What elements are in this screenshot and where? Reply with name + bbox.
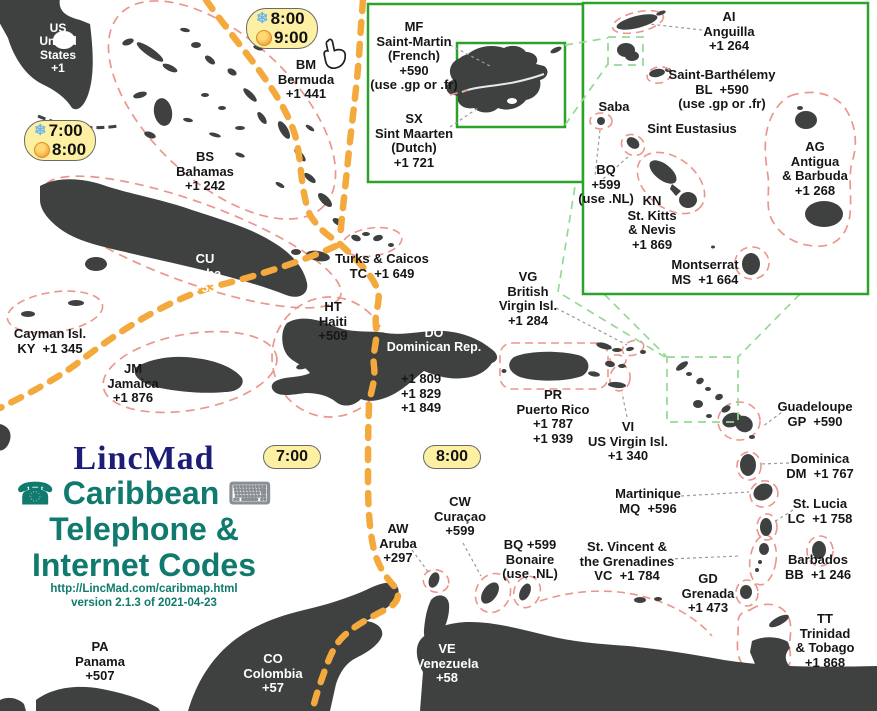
inset-pink-outlines [589,9,857,280]
label-ky: Cayman Isl. KY +1 345 [13,326,87,356]
island-hispaniola [271,318,498,406]
label-sx: SX Sint Maarten (Dutch) +1 721 [374,111,454,170]
islands-bahamas [122,27,344,262]
snowflake-icon: ❄ [256,10,269,28]
telephone-icon: ☎ [16,478,54,511]
label-ht: HT Haiti +509 [318,299,348,344]
version-text: version 2.1.3 of 2021-04-23 [71,596,217,609]
island-jamaica [134,356,243,393]
label-bs: BS Bahamas +1 242 [176,149,234,194]
title-line-3: Internet Codes [31,546,257,583]
label-lc: St. Lucia LC +1 758 [787,496,853,526]
mainland-panama [36,686,160,711]
label-bb: Barbados BB +1 246 [784,552,852,582]
snowflake-icon: ❄ [34,122,47,140]
islands-lesser-antilles-true [676,361,731,418]
title-line-1: ☎ Caribbean ⌨ [10,475,278,512]
true-location-frame [666,356,739,423]
mainland-venezuela [416,622,877,711]
time-value: 7:00 [276,448,309,465]
tz-central-7-badge: 7:00 [263,445,322,469]
label-bq-south: BQ +599 Bonaire (use .NL) [502,537,558,582]
time-value: 8:00 [270,9,305,28]
label-ag: AG Antigua & Barbuda +1 268 [782,139,848,198]
title-caribbean: Caribbean [62,475,220,511]
label-us: US United States +1 [39,21,77,76]
keyboard-icon: ⌨ [228,478,272,511]
title-line-2: Telephone & [49,510,239,547]
label-do: DO Dominican Rep. [386,326,482,354]
label-ve: VE Venezuela +58 [415,641,479,686]
label-bl: Saint-Barthélemy BL +590 (use .gp or .fr… [668,67,776,112]
label-connectors [411,23,794,581]
label-cu: CU Cuba +53 [188,251,222,296]
mainland-colombia [188,582,399,711]
label-bq-north: BQ +599 (use .NL) [578,162,634,207]
timezone-boundaries [0,0,402,711]
inset-boxes [366,1,870,296]
time-value: 7:00 [48,121,83,140]
time-value: 9:00 [274,27,309,47]
label-dm: Dominica DM +1 767 [786,451,854,481]
label-tc: Turks & Caicos TC +1 649 [335,251,429,281]
label-statia: Sint Eustasius [647,121,737,136]
sun-icon [256,30,272,47]
island-puerto-rico [509,351,589,381]
st-martin-locator-frame [607,36,644,66]
label-vi: VI US Virgin Isl. +1 340 [588,419,668,464]
label-gp: Guadeloupe GP +590 [777,399,853,429]
label-co: CO Colombia +57 [243,651,303,696]
label-jm: JM Jamaica +1 876 [107,361,159,406]
inset-connectors [557,65,801,423]
pointing-finger-icon [323,38,347,70]
time-value: 8:00 [52,139,87,159]
islands-leeward-inset [597,10,843,275]
site-url: http://LincMad.com/caribmap.html [50,583,238,596]
island-florida [0,0,93,110]
label-aw: AW Aruba +297 [379,521,417,566]
label-vg: VG British Virgin Isl. +1 284 [498,269,558,328]
sun-icon [34,142,50,159]
label-mf: MF Saint-Martin (French) +590 (use .gp o… [370,19,458,93]
label-gd: GD Grenada +1 473 [681,571,735,616]
time-value: 8:00 [436,448,469,465]
title-block: LincMad ☎ Caribbean ⌨ Telephone & Intern… [10,442,278,610]
label-cw: CW Curaçao +599 [433,494,487,539]
label-kn: KN St. Kitts & Nevis +1 869 [627,193,677,252]
label-ai: AI Anguilla +1 264 [703,9,755,54]
site-logo: LincMad [73,440,215,477]
label-mq: Martinique MQ +596 [615,486,681,516]
island-st-martin-inset [446,45,562,113]
island-cuba [40,179,308,297]
tz-east-8-badge: 8:00 [423,445,482,469]
label-tt: TT Trinidad & Tobago +1 868 [795,611,855,670]
label-do-codes: +1 809 +1 829 +1 849 [400,371,442,416]
label-ms: Montserrat MS +1 664 [671,257,739,287]
label-pa: PA Panama +507 [75,639,125,684]
label-pr: PR Puerto Rico +1 787 +1 939 [516,387,590,446]
label-bm: BM Bermuda +1 441 [277,57,335,102]
label-saba: Saba [598,99,630,114]
label-vc: St. Vincent & the Grenadines VC +1 784 [579,539,675,584]
